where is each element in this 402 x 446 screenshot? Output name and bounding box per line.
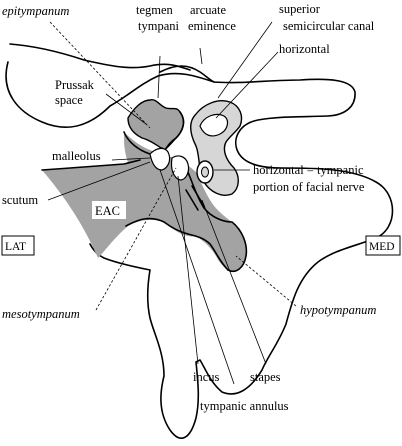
label-superior: superior bbox=[279, 2, 321, 16]
scutum-leader bbox=[47, 161, 151, 201]
med-box bbox=[365, 235, 401, 256]
label-facial-nerve-1: horizontal = tympanic bbox=[253, 163, 364, 177]
label-prussak-2: space bbox=[55, 93, 83, 107]
lateral-wall-outline bbox=[9, 43, 191, 71]
label-tegmen-2: tympani bbox=[138, 19, 179, 33]
label-epitympanum: epitympanum bbox=[2, 4, 69, 18]
label-tegmen-1: tegmen bbox=[136, 3, 174, 17]
stapes-leader bbox=[201, 199, 267, 365]
malleus-shape bbox=[149, 147, 171, 171]
label-facial-nerve-2: portion of facial nerve bbox=[253, 180, 365, 194]
label-horizontal: horizontal bbox=[279, 42, 330, 56]
middle-ear-region bbox=[42, 160, 245, 271]
tegmen-leader bbox=[157, 55, 161, 99]
label-malleolus: malleolus bbox=[52, 149, 101, 163]
label-med: MED bbox=[369, 241, 395, 253]
superior-canal-leader bbox=[217, 21, 273, 99]
label-tympanic-annulus: tympanic annulus bbox=[200, 399, 289, 413]
label-arcuate-1: arcuate bbox=[190, 3, 227, 17]
superior-canal-lumen bbox=[199, 113, 229, 137]
label-arcuate-2: eminence bbox=[188, 19, 236, 33]
arcuate-leader bbox=[199, 47, 203, 65]
facial-nerve-core bbox=[201, 166, 209, 178]
eac-label-box bbox=[92, 201, 126, 219]
epitympanum-region bbox=[127, 98, 185, 151]
incus-leader bbox=[177, 175, 199, 365]
label-eac: EAC bbox=[95, 204, 120, 218]
label-hypotympanum: hypotympanum bbox=[300, 303, 376, 317]
malleolus-leader bbox=[111, 157, 151, 161]
mesotympanum-leader bbox=[95, 167, 177, 311]
label-mesotympanum: mesotympanum bbox=[2, 307, 80, 321]
epitympanum-leader bbox=[49, 21, 151, 129]
tympanic-annulus-leader bbox=[159, 169, 235, 385]
horizontal-canal-leader bbox=[215, 51, 279, 119]
prussak-leader bbox=[105, 93, 147, 125]
label-stapes: stapes bbox=[250, 370, 281, 384]
stapes-shape bbox=[185, 185, 205, 211]
label-scutum: scutum bbox=[2, 193, 38, 207]
eac-outline bbox=[41, 159, 141, 171]
label-incus: incus bbox=[193, 370, 220, 384]
arcuate-eminence-outline bbox=[159, 65, 215, 83]
label-semicircular-canal: semicircular canal bbox=[283, 19, 375, 33]
hypotympanum-leader bbox=[235, 255, 297, 307]
label-lat: LAT bbox=[5, 241, 26, 253]
incus-shape bbox=[170, 155, 190, 181]
label-prussak-1: Prussak bbox=[55, 78, 95, 92]
lat-box bbox=[1, 235, 35, 256]
